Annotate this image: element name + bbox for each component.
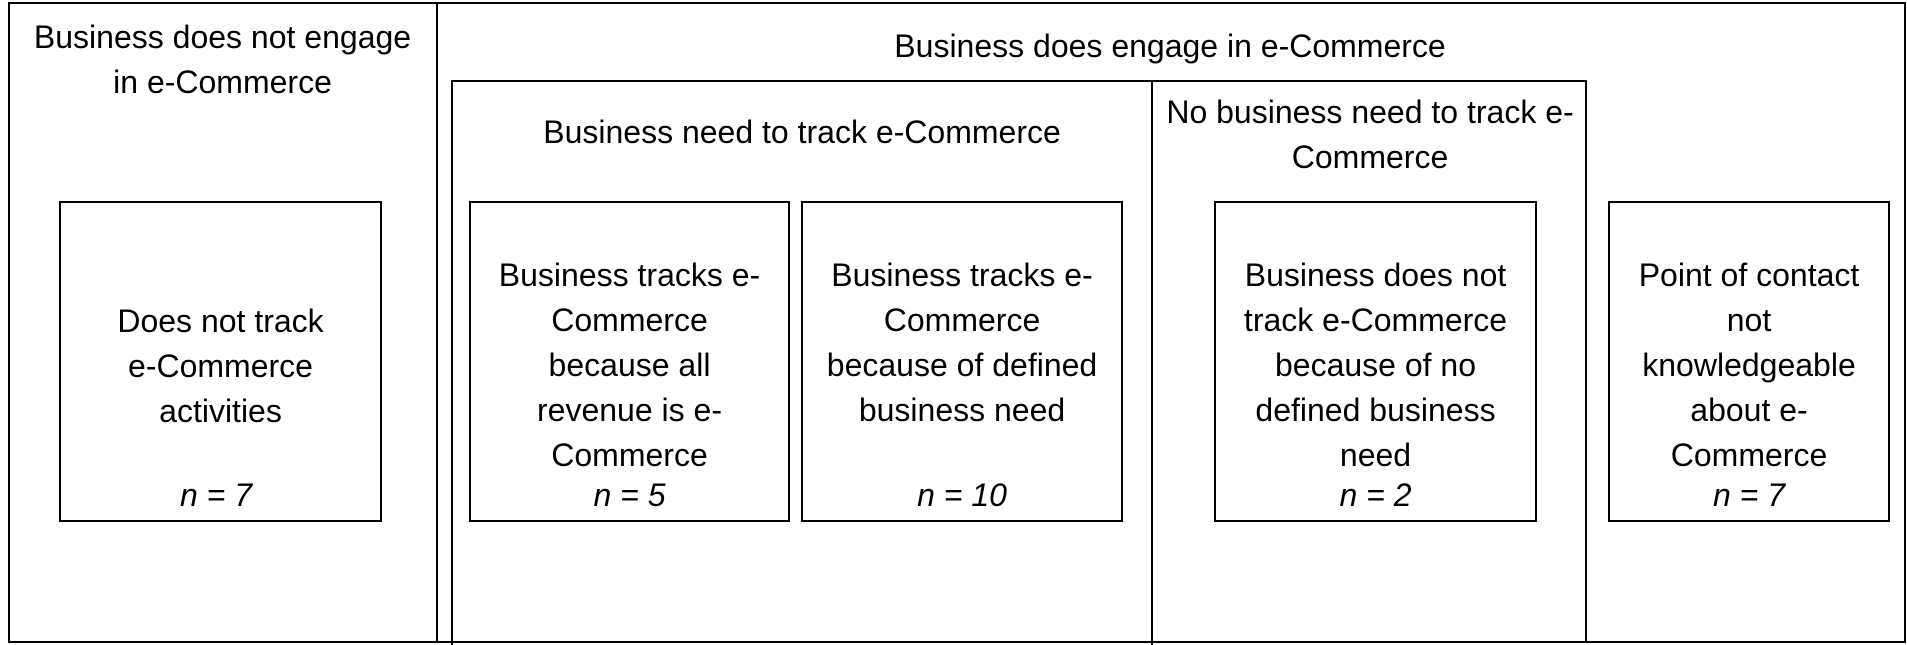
- box-text: Business tracks e-Commerce because of de…: [826, 257, 1098, 428]
- group-engage-title: Business does engage in e-Commerce: [894, 28, 1446, 64]
- diagram-frame: [8, 2, 1906, 643]
- box-text: Point of contact not knowledgeable about…: [1638, 257, 1860, 473]
- box-text: Does not track e-Commerce activities: [117, 303, 324, 429]
- box-count: n = 7: [1712, 477, 1786, 513]
- box-no-track-no-need: Business does not track e-Commerce becau…: [1214, 201, 1537, 522]
- box-does-not-track: Does not track e-Commerce activities n =…: [59, 201, 382, 522]
- box-tracks-defined-need: Business tracks e-Commerce because of de…: [801, 201, 1123, 522]
- box-tracks-all-revenue: Business tracks e-Commerce because all r…: [469, 201, 790, 522]
- subgroup-need-track-title: Business need to track e-Commerce: [543, 114, 1061, 150]
- box-count: n = 7: [179, 477, 253, 513]
- subgroup-no-need-track: [1151, 80, 1587, 643]
- box-text: Business does not track e-Commerce becau…: [1243, 257, 1508, 473]
- box-count: n = 2: [1339, 477, 1412, 513]
- subgroup-no-need-track-title: No business need to track e-Commerce: [1166, 94, 1574, 175]
- group-not-engage-title: Business does not engage in e-Commerce: [33, 19, 412, 100]
- box-not-knowledgeable: Point of contact not knowledgeable about…: [1608, 201, 1890, 522]
- group-divider: [436, 2, 438, 643]
- box-count: n = 10: [917, 477, 1007, 513]
- box-text: Business tracks e-Commerce because all r…: [498, 257, 761, 473]
- box-count: n = 5: [593, 477, 666, 513]
